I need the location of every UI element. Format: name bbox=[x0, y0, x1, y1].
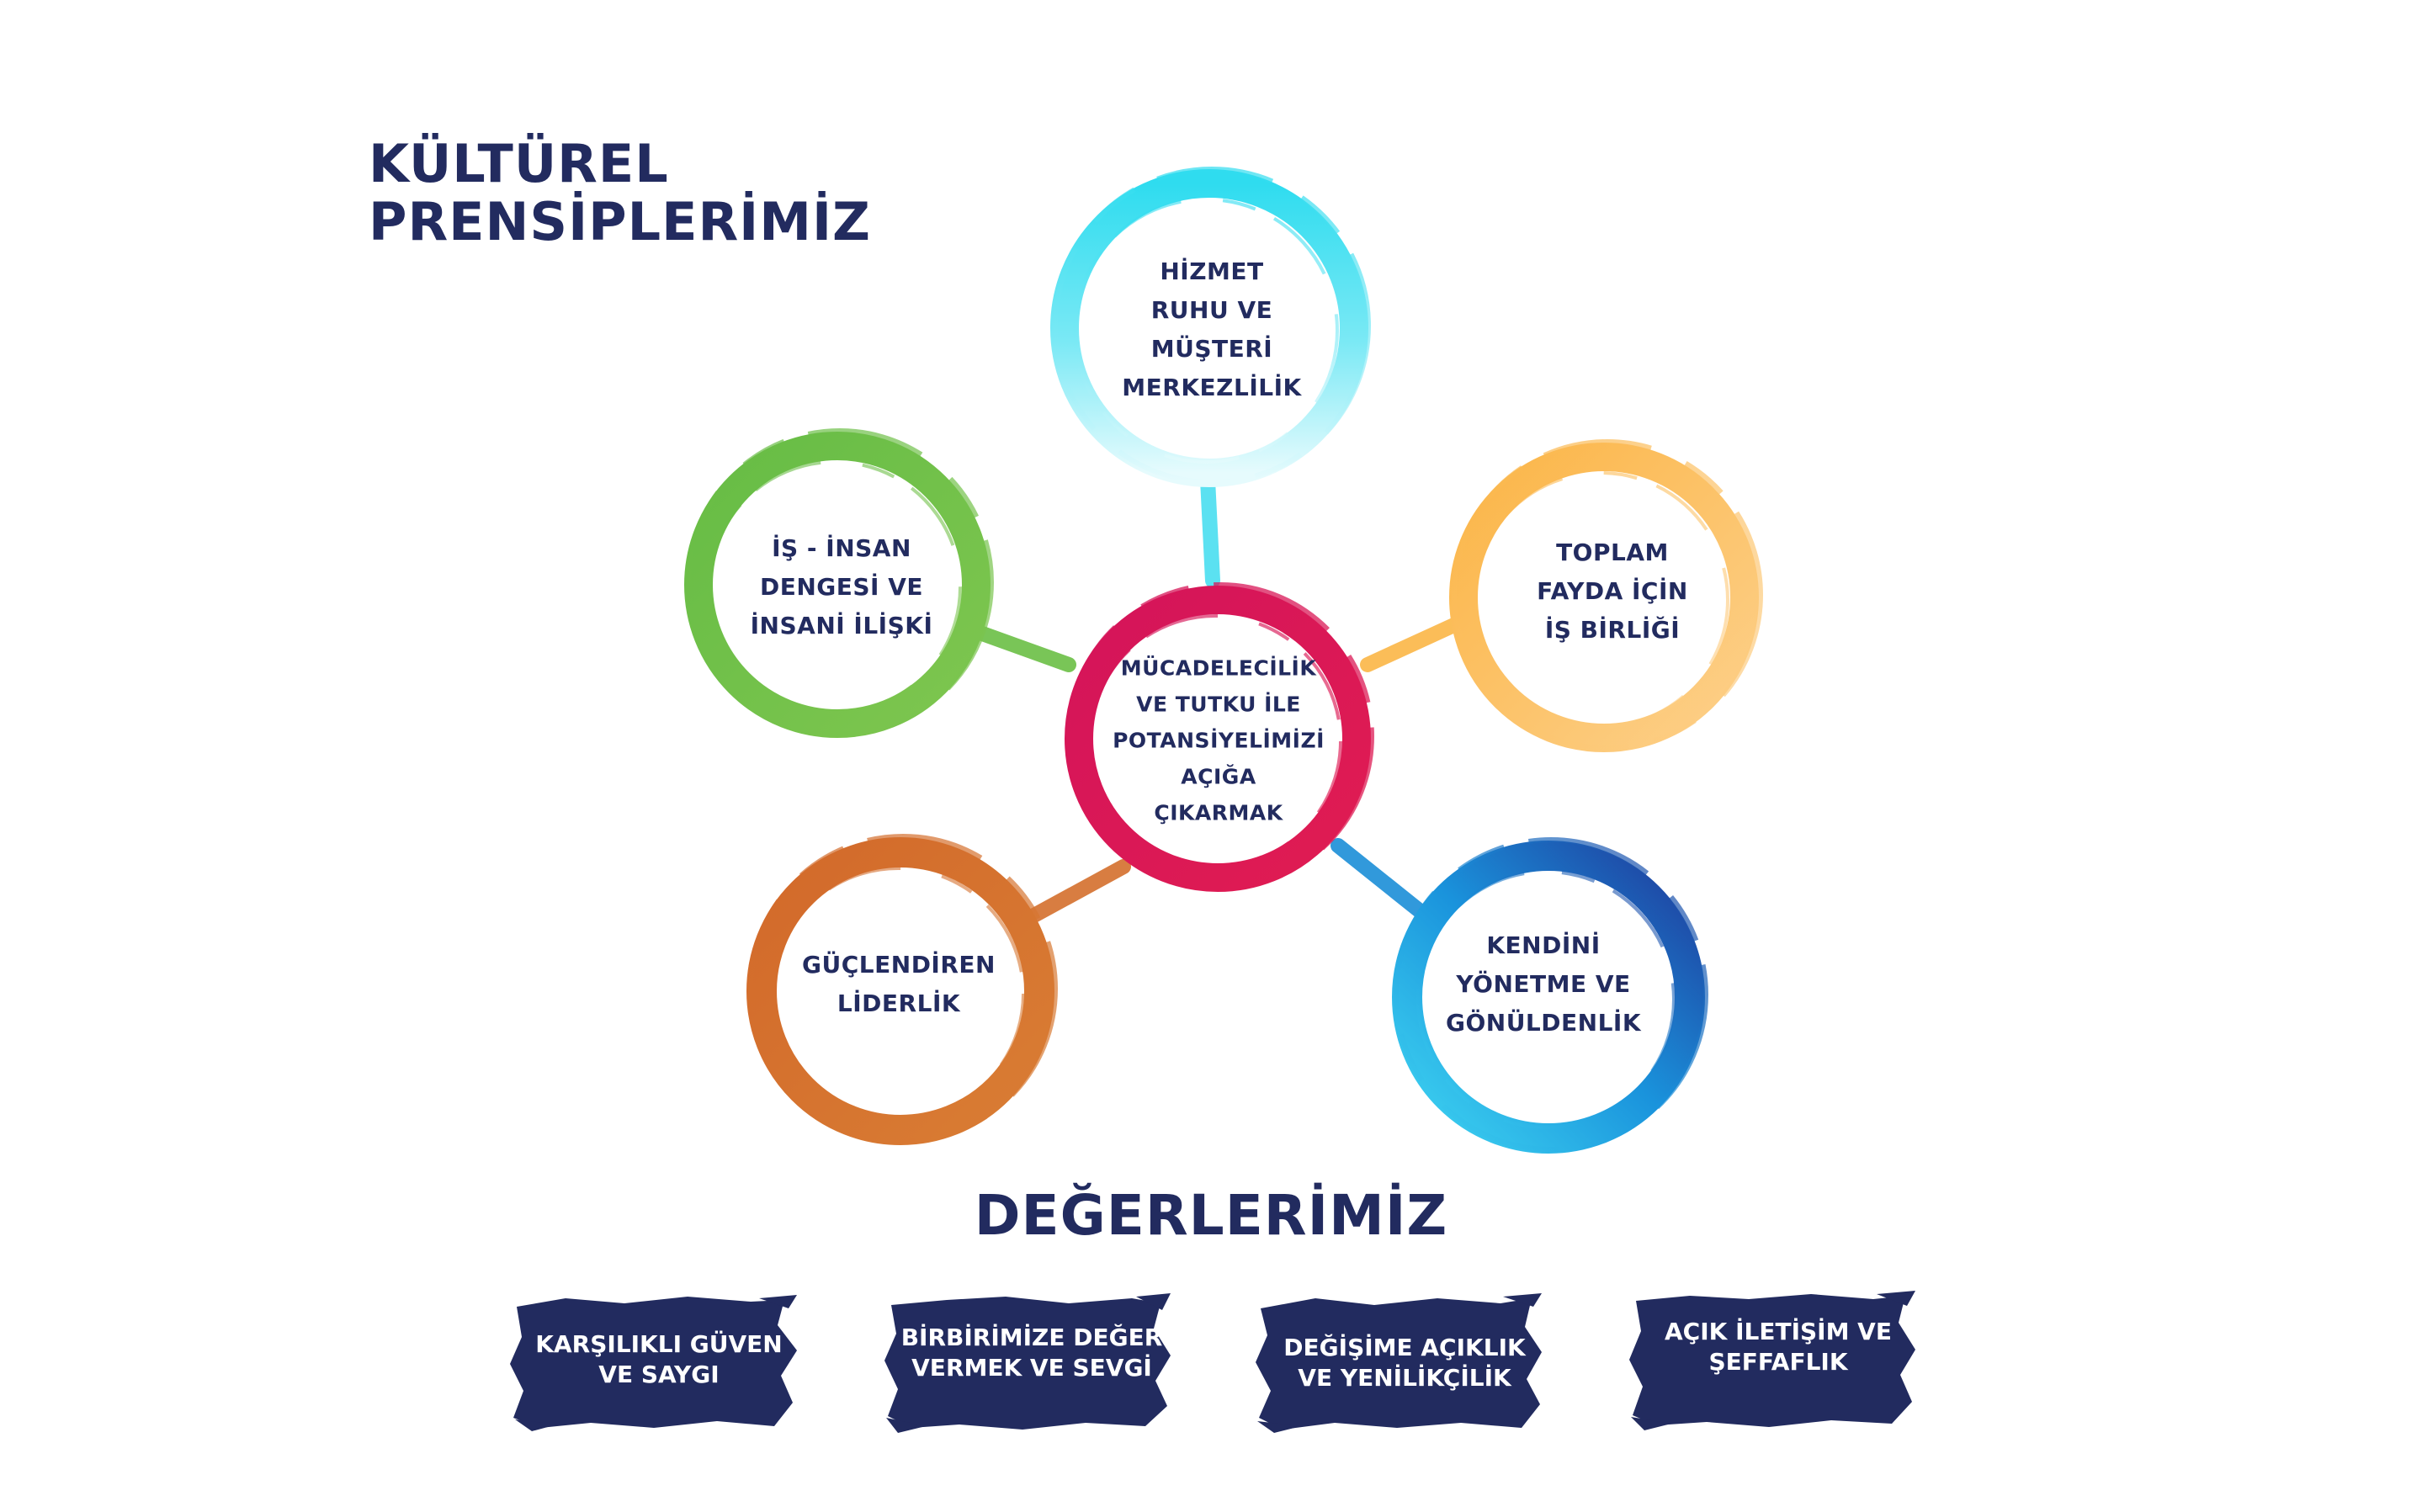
label-line: İŞ BİRLİĞİ bbox=[1544, 616, 1681, 644]
value-badge-yenilikcilik: DEĞİŞİME AÇIKLIK VE YENİLİKÇİLİK bbox=[1252, 1292, 1547, 1435]
label-line: KENDİNİ bbox=[1486, 931, 1601, 959]
label-line: LİDERLİK bbox=[837, 989, 961, 1017]
label-line: BİRBİRİMİZE DEĞER bbox=[900, 1324, 1163, 1351]
principle-label-kendini: KENDİNİ YÖNETME VE GÖNÜLDENLİK bbox=[1446, 926, 1641, 1042]
principle-label-guclendiren: GÜÇLENDİREN LİDERLİK bbox=[802, 946, 996, 1023]
label-line: MÜŞTERİ bbox=[1150, 335, 1273, 363]
badge-label: DEĞİŞİME AÇIKLIK VE YENİLİKÇİLİK bbox=[1257, 1292, 1552, 1435]
label-line: VERMEK VE SEVGİ bbox=[911, 1354, 1152, 1382]
label-line: FAYDA İÇİN bbox=[1537, 577, 1688, 605]
label-line: DEĞİŞİME AÇIKLIK bbox=[1283, 1334, 1526, 1361]
principle-label-is-insan: İŞ - İNSAN DENGESİ VE İNSANİ İLİŞKİ bbox=[751, 529, 933, 645]
brush-badge-shape bbox=[1629, 1291, 1915, 1430]
label-line: POTANSİYELİMİZİ bbox=[1113, 728, 1325, 753]
connector-hizmet bbox=[1200, 472, 1220, 588]
label-line: İNSANİ İLİŞKİ bbox=[750, 612, 933, 639]
connector-kendini bbox=[1331, 838, 1430, 920]
value-badge-guven: KARŞILIKLI GÜVEN VE SAYGI bbox=[507, 1292, 801, 1435]
label-line: ŞEFFAFLIK bbox=[1708, 1348, 1848, 1376]
brush-badge-shape bbox=[510, 1295, 797, 1431]
label-line: VE SAYGI bbox=[598, 1361, 720, 1388]
principle-label-toplam: TOPLAM FAYDA İÇİN İŞ BİRLİĞİ bbox=[1537, 533, 1688, 650]
circle-guclendiren bbox=[746, 834, 1058, 1145]
circle-is-insan bbox=[684, 428, 994, 738]
circle-toplam bbox=[1449, 439, 1763, 752]
badge-label: BİRBİRİMİZE DEĞER VERMEK VE SEVGİ bbox=[884, 1281, 1179, 1424]
brush-badge-shape bbox=[884, 1293, 1171, 1433]
label-line: KARŞILIKLI GÜVEN bbox=[535, 1330, 783, 1358]
label-line: AÇIK İLETİŞİM VE bbox=[1665, 1318, 1892, 1345]
badge-label: AÇIK İLETİŞİM VE ŞEFFAFLIK bbox=[1631, 1276, 1925, 1419]
value-badge-seffaflik: AÇIK İLETİŞİM VE ŞEFFAFLIK bbox=[1624, 1289, 1919, 1432]
label-line: ÇIKARMAK bbox=[1154, 800, 1283, 825]
badge-label: KARŞILIKLI GÜVEN VE SAYGI bbox=[512, 1288, 806, 1431]
label-line: İŞ - İNSAN bbox=[772, 534, 911, 562]
title-line: PRENSİPLERİMİZ bbox=[369, 191, 871, 253]
diagram-connectors bbox=[956, 472, 1476, 925]
culture-principles-title: KÜLTÜREL PRENSİPLERİMİZ bbox=[369, 135, 871, 252]
center-principle-label: MÜCADELECİLİK VE TUTKU İLE POTANSİYELİMİ… bbox=[1113, 650, 1325, 831]
label-line: AÇIĞA bbox=[1181, 764, 1256, 789]
circle-hizmet bbox=[1050, 167, 1371, 487]
label-line: YÖNETME VE bbox=[1456, 970, 1631, 998]
label-line: GÜÇLENDİREN bbox=[802, 951, 996, 979]
label-line: MÜCADELECİLİK bbox=[1120, 655, 1317, 681]
label-line: TOPLAM bbox=[1556, 538, 1669, 566]
values-title: DEĞERLERİMİZ bbox=[974, 1183, 1448, 1248]
circle-kendini bbox=[1392, 837, 1708, 1154]
connector-guclendiren bbox=[1023, 859, 1131, 925]
label-line: DENGESİ VE bbox=[759, 573, 924, 601]
principle-label-hizmet: HİZMET RUHU VE MÜŞTERİ MERKEZLİLİK bbox=[1122, 252, 1301, 407]
label-line: VE TUTKU İLE bbox=[1136, 692, 1301, 717]
label-line: VE YENİLİKÇİLİK bbox=[1298, 1364, 1511, 1392]
label-line: RUHU VE bbox=[1150, 296, 1273, 324]
connector-toplam bbox=[1360, 611, 1476, 672]
value-badge-sevgi: BİRBİRİMİZE DEĞER VERMEK VE SEVGİ bbox=[879, 1292, 1174, 1435]
label-line: HİZMET bbox=[1160, 257, 1264, 285]
label-line: MERKEZLİLİK bbox=[1122, 374, 1302, 401]
brush-badge-shape bbox=[1256, 1293, 1542, 1433]
circle-center bbox=[1065, 582, 1374, 892]
label-line: GÖNÜLDENLİK bbox=[1445, 1009, 1642, 1037]
title-line: KÜLTÜREL bbox=[369, 133, 669, 194]
